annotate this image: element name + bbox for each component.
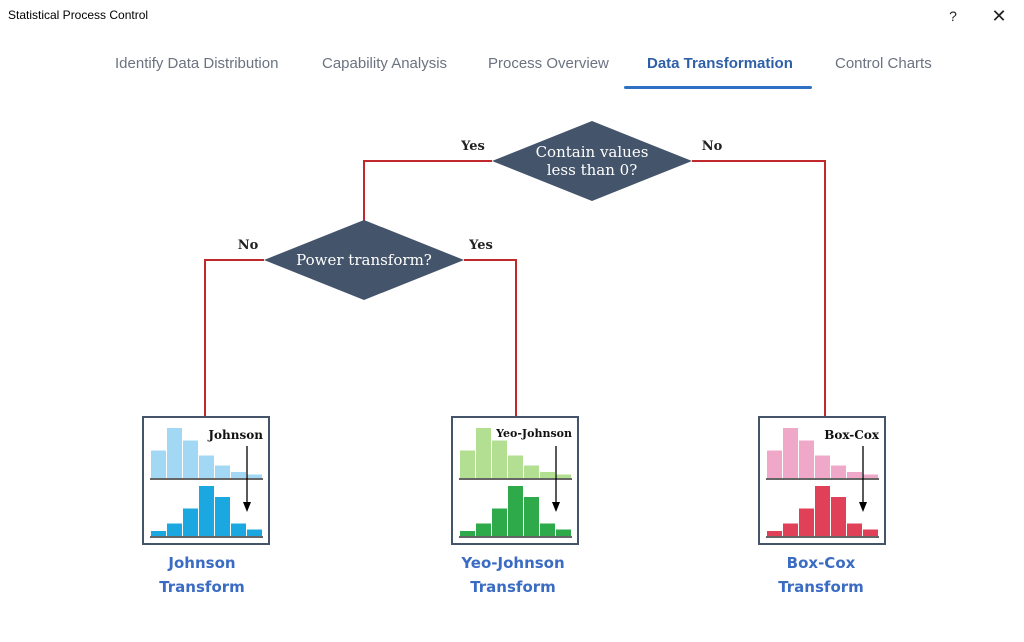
histogram-before-bar-1 [783, 428, 798, 478]
histogram-after-bar-3 [199, 486, 214, 536]
connector-no-left [204, 259, 264, 416]
histogram-before-bar-0 [151, 450, 166, 478]
histogram-after-bar-1 [783, 523, 798, 536]
histogram-after-bar-2 [183, 508, 198, 536]
histogram-before-bar-3 [508, 455, 523, 478]
decision-left-text: Power transform? [296, 251, 432, 269]
histogram-after-bar-6 [247, 529, 262, 536]
histogram-after-bar-3 [508, 486, 523, 536]
histogram-after-bar-3 [815, 486, 830, 536]
connectors [204, 160, 826, 416]
tab-bar: Identify Data Distribution Capability An… [0, 50, 1024, 92]
histogram-before-bar-5 [231, 472, 246, 478]
histogram-before-bar-5 [540, 472, 555, 478]
histogram-after-bar-6 [863, 529, 878, 536]
johnson-card-title: Johnson [207, 428, 263, 442]
histogram-after-bar-0 [151, 531, 166, 536]
decision-power-transform: Power transform? [264, 220, 464, 300]
decision-top-line1: Contain values [536, 143, 649, 161]
yeo-johnson-card: Yeo-Johnson [451, 416, 579, 545]
histogram-after-bar-5 [847, 523, 862, 536]
tab-process-overview[interactable]: Process Overview [488, 55, 609, 72]
histogram-after-bar-2 [799, 508, 814, 536]
box-cox-label-line2: Transform [778, 578, 864, 596]
histogram-before-bar-3 [815, 455, 830, 478]
johnson-label-line1: Johnson [168, 554, 236, 572]
box-cox-label-line1: Box-Cox [786, 554, 856, 572]
app-title: Statistical Process Control [8, 8, 149, 22]
tab-data-transformation[interactable]: Data Transformation [647, 55, 793, 72]
histogram-before-bar-2 [183, 440, 198, 478]
histogram-after-bar-1 [167, 523, 182, 536]
histogram-before-bar-3 [199, 455, 214, 478]
yeo-johnson-card-title: Yeo-Johnson [495, 427, 572, 440]
histogram-after-bar-4 [524, 497, 539, 536]
histogram-before [767, 428, 878, 478]
histogram-after [460, 486, 571, 536]
yeo-johnson-transform-label[interactable]: Yeo-Johnson Transform [443, 551, 583, 599]
histogram-before [151, 428, 262, 478]
histogram-before-bar-0 [767, 450, 782, 478]
histogram-before-bar-4 [831, 465, 846, 478]
close-button[interactable]: ✕ [991, 5, 1007, 26]
branch-label-yes-top: Yes [460, 139, 485, 154]
histogram-before-bar-2 [799, 440, 814, 478]
histogram-before-bar-2 [492, 440, 507, 478]
box-cox-transform-label[interactable]: Box-Cox Transform [751, 551, 891, 599]
box-cox-card-title: Box-Cox [824, 428, 880, 442]
histogram-after-bar-0 [460, 531, 475, 536]
tab-capability-analysis[interactable]: Capability Analysis [322, 55, 448, 72]
histogram-after-bar-4 [215, 497, 230, 536]
histogram-after-bar-5 [540, 523, 555, 536]
histogram-after [767, 486, 878, 536]
decision-diamond-left [264, 220, 464, 300]
box-cox-card: Box-Cox [758, 416, 886, 545]
branch-label-no-top: No [702, 139, 723, 154]
yeo-johnson-label-line2: Transform [470, 578, 556, 596]
decision-contain-negative: Contain values less than 0? [492, 121, 692, 201]
histogram-after-bar-2 [492, 508, 507, 536]
decision-top-line2: less than 0? [547, 161, 637, 179]
active-tab-indicator [624, 86, 812, 89]
histogram-after-bar-0 [767, 531, 782, 536]
histogram-before-bar-4 [524, 465, 539, 478]
histogram-after-bar-5 [231, 523, 246, 536]
histogram-before-bar-6 [247, 474, 262, 478]
johnson-transform-label[interactable]: Johnson Transform [132, 551, 272, 599]
histogram-before-bar-4 [215, 465, 230, 478]
title-bar: Statistical Process Control ? ✕ [0, 0, 1024, 34]
help-button[interactable]: ? [949, 8, 957, 24]
histogram-before-bar-0 [460, 450, 475, 478]
connector-no-top [692, 160, 826, 416]
histogram-before-bar-5 [847, 472, 862, 478]
branch-label-no-left: No [238, 238, 259, 253]
johnson-card: Johnson [142, 416, 270, 545]
histogram-after [151, 486, 262, 536]
yeo-johnson-label-line1: Yeo-Johnson [461, 554, 565, 572]
histogram-after-bar-4 [831, 497, 846, 536]
branch-label-yes-left: Yes [468, 238, 493, 253]
connector-yes-left [464, 259, 517, 416]
histogram-after-bar-1 [476, 523, 491, 536]
johnson-label-line2: Transform [159, 578, 245, 596]
histogram-before-bar-1 [167, 428, 182, 478]
histogram-before-bar-1 [476, 428, 491, 478]
connector-yes-top [363, 160, 492, 222]
histogram-before-bar-6 [556, 474, 571, 478]
decision-diamond-top [492, 121, 692, 201]
histogram-after-bar-6 [556, 529, 571, 536]
tab-identify-data-distribution[interactable]: Identify Data Distribution [115, 55, 279, 72]
tab-control-charts[interactable]: Control Charts [835, 55, 932, 72]
histogram-before [460, 428, 571, 478]
histogram-before-bar-6 [863, 474, 878, 478]
